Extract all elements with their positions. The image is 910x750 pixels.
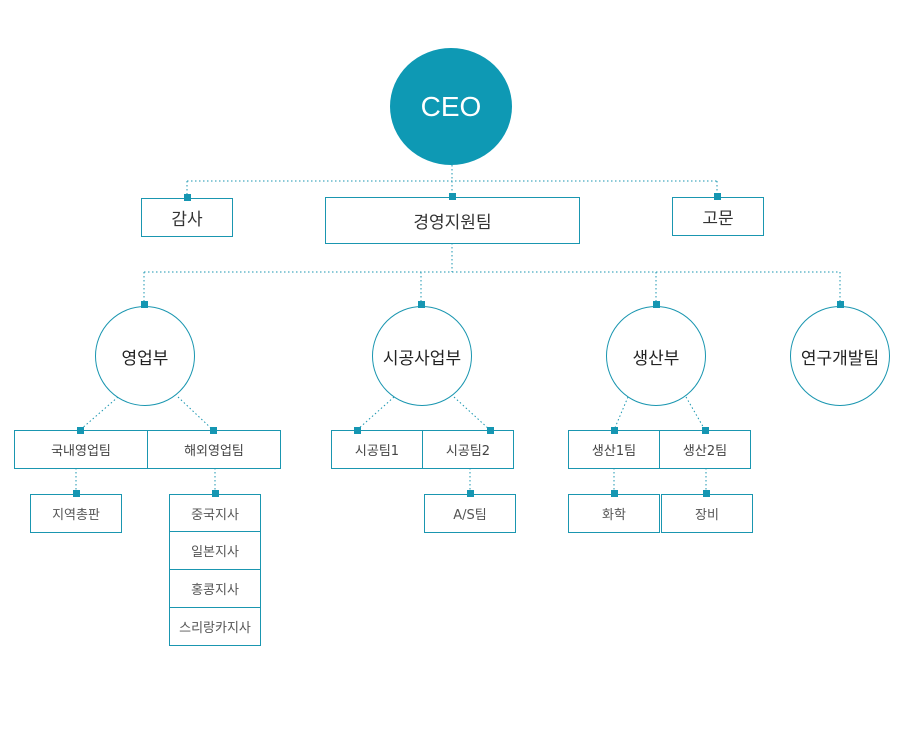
connector-dot <box>449 193 456 200</box>
overseas-sales-box: 해외영업팀 <box>147 430 281 469</box>
connector-dot <box>418 301 425 308</box>
equipment-box: 장비 <box>661 494 753 533</box>
branch-srilanka-box: 스리랑카지사 <box>169 607 261 646</box>
as-team-box: A/S팀 <box>424 494 516 533</box>
production-team1-box: 생산1팀 <box>568 430 660 469</box>
connector-dot <box>212 490 219 497</box>
branch-china-box: 중국지사 <box>169 494 261 532</box>
connector-dot <box>77 427 84 434</box>
production-division-node: 생산부 <box>606 306 706 406</box>
connector-dot <box>354 427 361 434</box>
construction-team1-box: 시공팀1 <box>331 430 423 469</box>
ceo-node: CEO <box>390 48 512 165</box>
connector-dot <box>467 490 474 497</box>
connector-dot <box>141 301 148 308</box>
connector-dot <box>703 490 710 497</box>
advisor-box: 고문 <box>672 197 764 236</box>
chemistry-box: 화학 <box>568 494 660 533</box>
connector-dot <box>702 427 709 434</box>
management-support-box: 경영지원팀 <box>325 197 580 244</box>
construction-team2-box: 시공팀2 <box>422 430 514 469</box>
connector-dot <box>653 301 660 308</box>
connector-dot <box>73 490 80 497</box>
connector-dot <box>210 427 217 434</box>
sales-division-node: 영업부 <box>95 306 195 406</box>
branch-japan-box: 일본지사 <box>169 531 261 570</box>
rnd-team-node: 연구개발팀 <box>790 306 890 406</box>
construction-division-node: 시공사업부 <box>372 306 472 406</box>
connector-dot <box>714 193 721 200</box>
audit-box: 감사 <box>141 198 233 237</box>
connector-dot <box>184 194 191 201</box>
connector-dot <box>487 427 494 434</box>
branch-hongkong-box: 홍콩지사 <box>169 569 261 608</box>
production-team2-box: 생산2팀 <box>659 430 751 469</box>
domestic-sales-box: 국내영업팀 <box>14 430 148 469</box>
connector-dot <box>611 427 618 434</box>
connector-dot <box>611 490 618 497</box>
regional-sales-box: 지역총판 <box>30 494 122 533</box>
connector-dot <box>837 301 844 308</box>
